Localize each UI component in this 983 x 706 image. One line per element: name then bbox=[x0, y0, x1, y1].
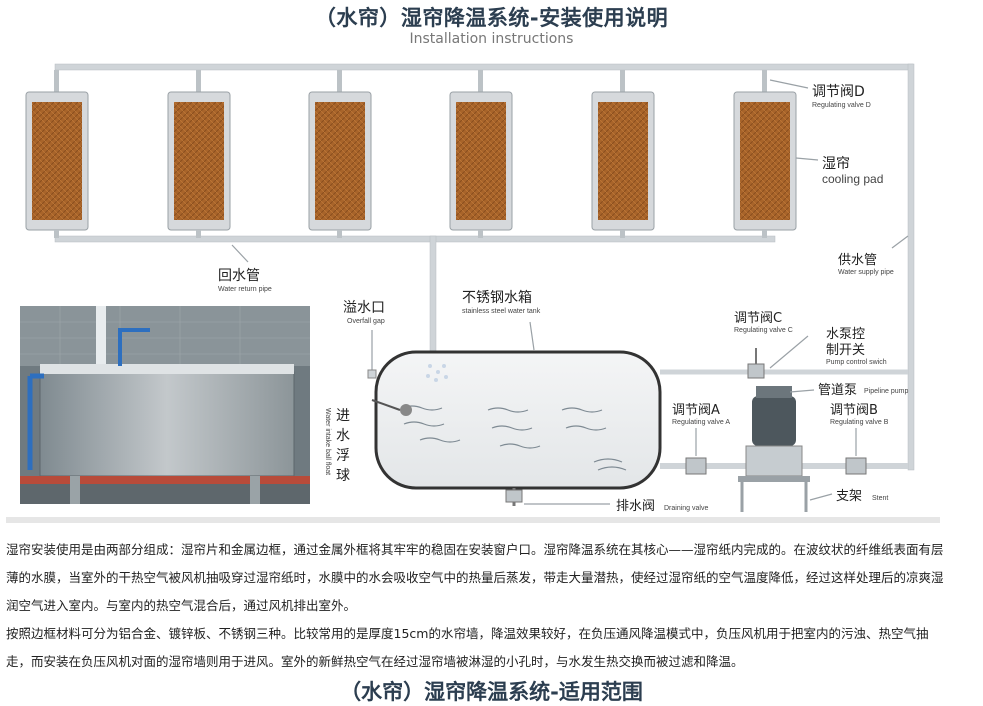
pump-switch-label: 水泵控 制开关 Pump control swich bbox=[769, 327, 887, 369]
svg-text:Regulating valve A: Regulating valve A bbox=[672, 419, 730, 426]
svg-text:进: 进 bbox=[336, 408, 350, 424]
svg-text:调节阀B: 调节阀B bbox=[830, 403, 878, 418]
svg-text:Draining valve: Draining valve bbox=[664, 505, 708, 512]
svg-text:不锈钢水箱: 不锈钢水箱 bbox=[462, 290, 532, 306]
cooling-pad-3 bbox=[308, 70, 372, 238]
stent-label: 支架 Stent bbox=[809, 489, 888, 504]
valve-c: 调节阀C Regulating valve C bbox=[660, 311, 908, 379]
top-supply-pipe bbox=[54, 63, 915, 471]
page-subtitle: Installation instructions bbox=[409, 31, 574, 47]
svg-text:调节阀C: 调节阀C bbox=[734, 311, 782, 326]
pipeline-pump bbox=[660, 386, 908, 512]
svg-text:湿帘: 湿帘 bbox=[822, 156, 850, 172]
svg-text:制开关: 制开关 bbox=[826, 343, 865, 358]
water-tank bbox=[371, 350, 662, 490]
overflow-label: 溢水口 Overfall gap bbox=[343, 300, 385, 379]
cooling-pad-6 bbox=[733, 70, 797, 238]
svg-text:浮: 浮 bbox=[336, 448, 350, 464]
valve-a-label: 调节阀A Regulating valve A bbox=[672, 403, 730, 456]
valve-d-label: 调节阀D Regulating valve D bbox=[769, 79, 871, 109]
installation-diagram: 调节阀D Regulating valve D 湿帘 cooling pad 供… bbox=[20, 63, 915, 514]
cooling-pad-label: 湿帘 cooling pad bbox=[795, 156, 883, 186]
svg-text:stainless steel water tank: stainless steel water tank bbox=[462, 308, 541, 315]
description-paragraph-2: 按照边框材料可分为铝合金、镀锌板、不锈钢三种。比较常用的是厚度15cm的水帘墙，… bbox=[6, 626, 929, 669]
cooling-pad-4 bbox=[449, 70, 513, 238]
site-photo bbox=[20, 306, 310, 504]
svg-text:水: 水 bbox=[336, 428, 350, 444]
cooling-pad-2 bbox=[167, 70, 231, 238]
svg-text:调节阀A: 调节阀A bbox=[672, 403, 720, 418]
drain-valve: 排水阀 Draining valve bbox=[505, 488, 708, 514]
svg-text:球: 球 bbox=[336, 468, 350, 484]
pipeline-pump-label: 管道泵 Pipeline pump bbox=[789, 383, 908, 398]
svg-text:管道泵: 管道泵 bbox=[818, 383, 857, 398]
svg-text:Water supply pipe: Water supply pipe bbox=[838, 269, 894, 276]
section-title-scope: （水帘）湿帘降温系统-适用范围 bbox=[340, 680, 643, 704]
svg-text:支架: 支架 bbox=[836, 489, 862, 504]
svg-text:溢水口: 溢水口 bbox=[343, 300, 385, 316]
svg-text:调节阀D: 调节阀D bbox=[812, 84, 865, 100]
svg-text:供水管: 供水管 bbox=[838, 253, 877, 268]
float-label: 进 水 浮 球 Water intake ball float bbox=[324, 408, 350, 484]
page-title: （水帘）湿帘降温系统-安装使用说明 bbox=[314, 6, 669, 30]
return-pipe-label: 回水管 Water return pipe bbox=[218, 244, 272, 293]
svg-text:Pipeline pump: Pipeline pump bbox=[864, 388, 908, 395]
svg-text:Overfall gap: Overfall gap bbox=[347, 318, 385, 325]
svg-text:水泵控: 水泵控 bbox=[826, 327, 865, 342]
supply-pipe-label: 供水管 Water supply pipe bbox=[838, 235, 909, 276]
svg-text:排水阀: 排水阀 bbox=[616, 499, 655, 514]
cooling-pad-5 bbox=[591, 70, 655, 238]
svg-text:Stent: Stent bbox=[872, 495, 888, 502]
svg-text:Regulating valve C: Regulating valve C bbox=[734, 327, 793, 334]
svg-text:Regulating valve D: Regulating valve D bbox=[812, 102, 871, 109]
svg-text:Water return pipe: Water return pipe bbox=[218, 286, 272, 293]
svg-text:cooling pad: cooling pad bbox=[822, 172, 883, 186]
svg-text:Pump control swich: Pump control swich bbox=[826, 359, 887, 366]
section-divider bbox=[6, 517, 940, 523]
tank-label: 不锈钢水箱 stainless steel water tank bbox=[462, 290, 541, 351]
svg-text:回水管: 回水管 bbox=[218, 268, 260, 284]
svg-text:Regulating valve B: Regulating valve B bbox=[830, 419, 889, 426]
cooling-pad-1 bbox=[25, 70, 89, 238]
description-paragraph-1: 湿帘安装使用是由两部分组成：湿帘片和金属边框，通过金属外框将其牢牢的稳固在安装窗… bbox=[6, 542, 944, 613]
svg-text:Water intake ball float: Water intake ball float bbox=[324, 408, 331, 475]
valve-b-label: 调节阀B Regulating valve B bbox=[830, 403, 889, 456]
